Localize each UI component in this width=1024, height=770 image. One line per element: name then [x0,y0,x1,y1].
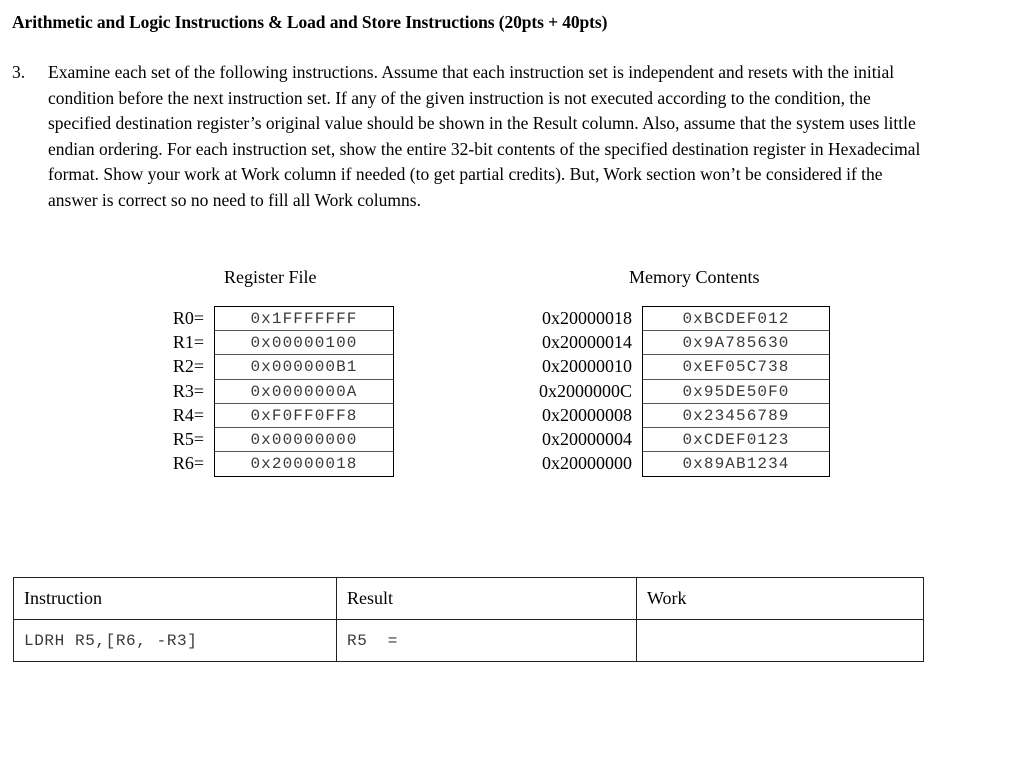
register-label-column: R0= R1= R2= R3= R4= R5= R6= [118,306,214,475]
memory-address-label: 0x20000014 [542,332,632,353]
register-value-cell: 0xF0FF0FF8 [215,404,393,428]
work-cell[interactable] [636,619,924,662]
table-row: LDRH R5,[R6, -R3] R5 = [13,619,924,662]
register-value-cell: 0x1FFFFFFF [215,307,393,332]
memory-value-cell: 0x95DE50F0 [643,380,829,404]
memory-value-cell: 0x89AB1234 [682,455,790,474]
register-value-column: 0x1FFFFFFF 0x00000100 0x000000B1 0x00000… [214,306,394,478]
page-title: Arithmetic and Logic Instructions & Load… [12,12,608,32]
register-label: R6= [172,453,204,474]
register-label: R4= [172,404,204,425]
result-cell[interactable]: R5 = [336,619,637,662]
memory-contents-heading: Memory Contents [629,267,760,287]
instruction-cell: LDRH R5,[R6, -R3] [13,619,337,662]
register-label: R2= [172,356,204,377]
memory-contents-table: 0x20000018 0x20000014 0x20000010 0x20000… [500,306,830,478]
register-value-cell: 0x00000100 [215,331,393,356]
memory-address-column: 0x20000018 0x20000014 0x20000010 0x20000… [500,306,642,475]
memory-address-label: 0x20000008 [542,404,632,425]
question-text: Examine each set of the following instru… [48,62,921,210]
question-number: 3. [12,62,26,82]
register-label: R3= [172,380,204,401]
register-value-cell: 0x0000000A [215,380,393,404]
register-value-cell: 0x20000018 [250,455,358,474]
memory-value-cell: 0x9A785630 [643,331,829,356]
column-header-work: Work [636,577,924,620]
register-label: R1= [172,332,204,353]
memory-address-label: 0x20000000 [542,453,632,474]
column-header-instruction: Instruction [13,577,337,620]
memory-value-column: 0xBCDEF012 0x9A785630 0xEF05C738 0x95DE5… [642,306,830,478]
register-value-cell: 0x000000B1 [215,355,393,380]
register-value-cell: 0x00000000 [215,428,393,453]
question-block: 3. Examine each set of the following ins… [12,60,924,214]
register-file-heading: Register File [224,267,317,287]
memory-address-label: 0x20000004 [542,428,632,449]
register-file-table: R0= R1= R2= R3= R4= R5= R6= 0x1FFFFFFF 0… [118,306,394,478]
instruction-answer-table: Instruction Result Work LDRH R5,[R6, -R3… [13,577,924,662]
memory-value-cell: 0x23456789 [643,404,829,428]
memory-value-cell: 0xCDEF0123 [643,428,829,453]
register-label: R0= [172,308,204,328]
memory-address-label: 0x20000010 [542,356,632,377]
table-header-row: Instruction Result Work [13,577,924,620]
register-label: R5= [172,428,204,449]
memory-address-label: 0x20000018 [542,308,632,328]
memory-value-cell: 0xBCDEF012 [643,307,829,332]
memory-address-label: 0x2000000C [538,380,632,401]
memory-value-cell: 0xEF05C738 [643,355,829,380]
column-header-result: Result [336,577,637,620]
